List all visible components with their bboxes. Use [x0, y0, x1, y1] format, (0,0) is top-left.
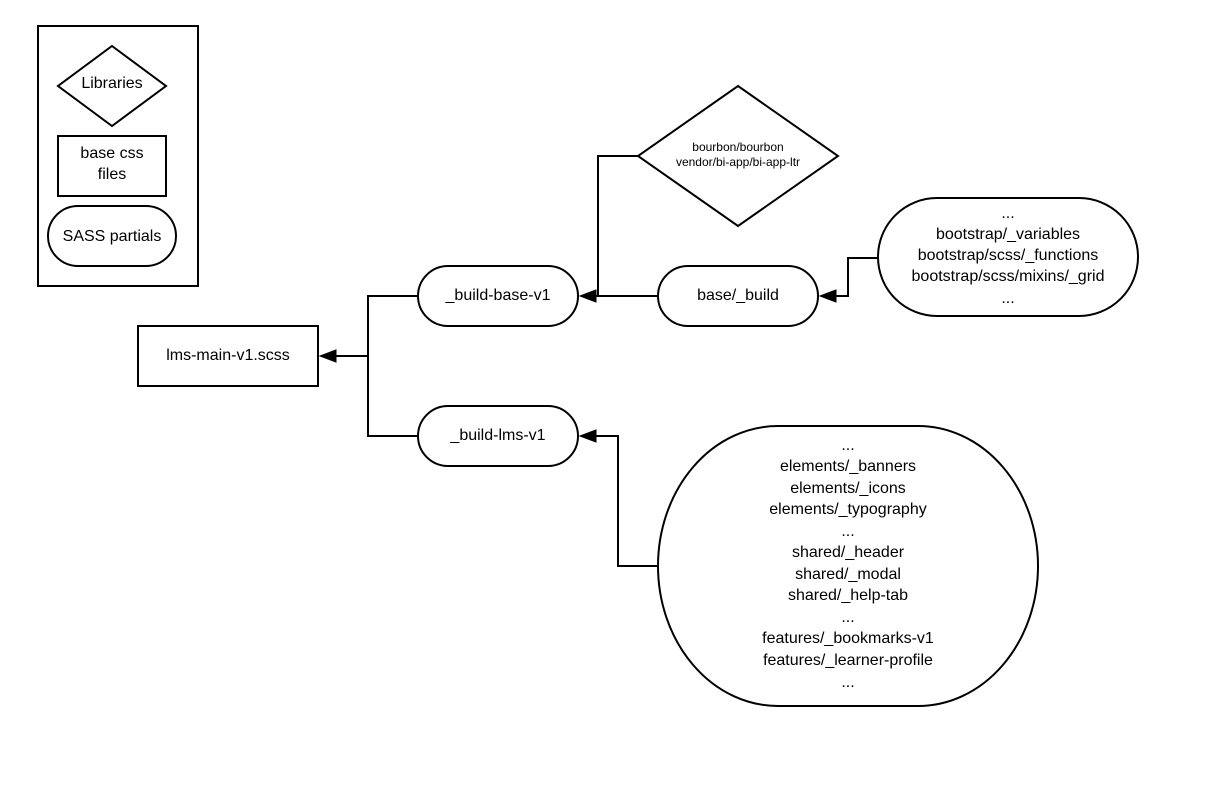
base-build-box: [657, 265, 819, 327]
build-lms-label: _build-lms-v1: [449, 427, 545, 444]
lms-partials-pill: [657, 425, 1039, 707]
arrowhead-into-build-lms: [578, 429, 597, 443]
library-bourbon-label: bourbon/bourbon: [692, 140, 783, 154]
arrowhead-into-main: [318, 349, 337, 363]
bootstrap-partial-line: ...: [1001, 205, 1014, 222]
lms-partial-line: shared/_help-tab: [788, 587, 908, 604]
library-bi-app-label: vendor/bi-app/bi-app-ltr: [676, 155, 800, 169]
main-scss-label: lms-main-v1.scss: [166, 347, 290, 364]
node-bootstrap-partials: ... bootstrap/_variables bootstrap/scss/…: [877, 197, 1139, 317]
bootstrap-partial-line: bootstrap/_variables: [936, 226, 1080, 243]
lms-partial-line: ...: [841, 609, 854, 626]
legend-base-css-box: [57, 135, 167, 197]
arrowhead-into-build-base: [578, 289, 597, 303]
legend-sass-partials-label: SASS partials: [63, 228, 162, 245]
lms-partial-line: elements/_banners: [780, 458, 916, 475]
bootstrap-partial-line: ...: [1001, 290, 1014, 307]
bootstrap-partials-pill: [877, 197, 1139, 317]
libraries-diamond: [636, 84, 840, 228]
node-lms-partials: ... elements/_banners elements/_icons el…: [657, 425, 1039, 707]
connector-libraries-to-build-base: [596, 155, 638, 297]
lms-partial-line: features/_learner-profile: [763, 652, 933, 669]
build-lms-pill: [417, 405, 579, 467]
connector-lms-partials-to-build-lms: [596, 435, 658, 567]
legend-base-css-label-line2: files: [98, 166, 126, 183]
base-build-label: base/_build: [697, 287, 779, 304]
lms-partial-line: features/_bookmarks-v1: [762, 630, 934, 647]
connector-bootstrap-to-base-build: [836, 257, 878, 297]
main-scss-box: [137, 325, 319, 387]
legend-sass-partials-pill: [47, 205, 177, 267]
connector-build-lms-to-main: [367, 356, 418, 437]
bootstrap-partial-line: bootstrap/scss/_functions: [918, 247, 1099, 264]
node-base-build: base/_build: [657, 265, 819, 327]
lms-partial-line: ...: [841, 523, 854, 540]
lms-partial-line: shared/_header: [792, 544, 905, 561]
lms-partial-line: elements/_typography: [769, 501, 926, 518]
legend: Libraries base css files SASS partials: [37, 25, 199, 287]
connectors: [318, 155, 878, 567]
build-base-pill: [417, 265, 579, 327]
arrowhead-into-base-build: [818, 289, 837, 303]
connector-build-base-to-main: [336, 295, 418, 357]
lms-partial-line: elements/_icons: [790, 480, 906, 497]
node-libraries: bourbon/bourbon vendor/bi-app/bi-app-ltr: [636, 84, 840, 228]
lms-partial-line: ...: [841, 437, 854, 454]
bootstrap-partial-line: bootstrap/scss/mixins/_grid: [912, 268, 1105, 285]
legend-base-css-label-line1: base css: [80, 145, 143, 162]
lms-partial-line: ...: [841, 674, 854, 691]
node-main: lms-main-v1.scss: [137, 325, 319, 387]
node-build-lms: _build-lms-v1: [417, 405, 579, 467]
legend-libraries-diamond: [56, 44, 168, 128]
build-base-label: _build-base-v1: [445, 287, 551, 304]
lms-partial-line: shared/_modal: [795, 566, 901, 583]
node-build-base: _build-base-v1: [417, 265, 579, 327]
legend-libraries-label: Libraries: [81, 75, 142, 92]
